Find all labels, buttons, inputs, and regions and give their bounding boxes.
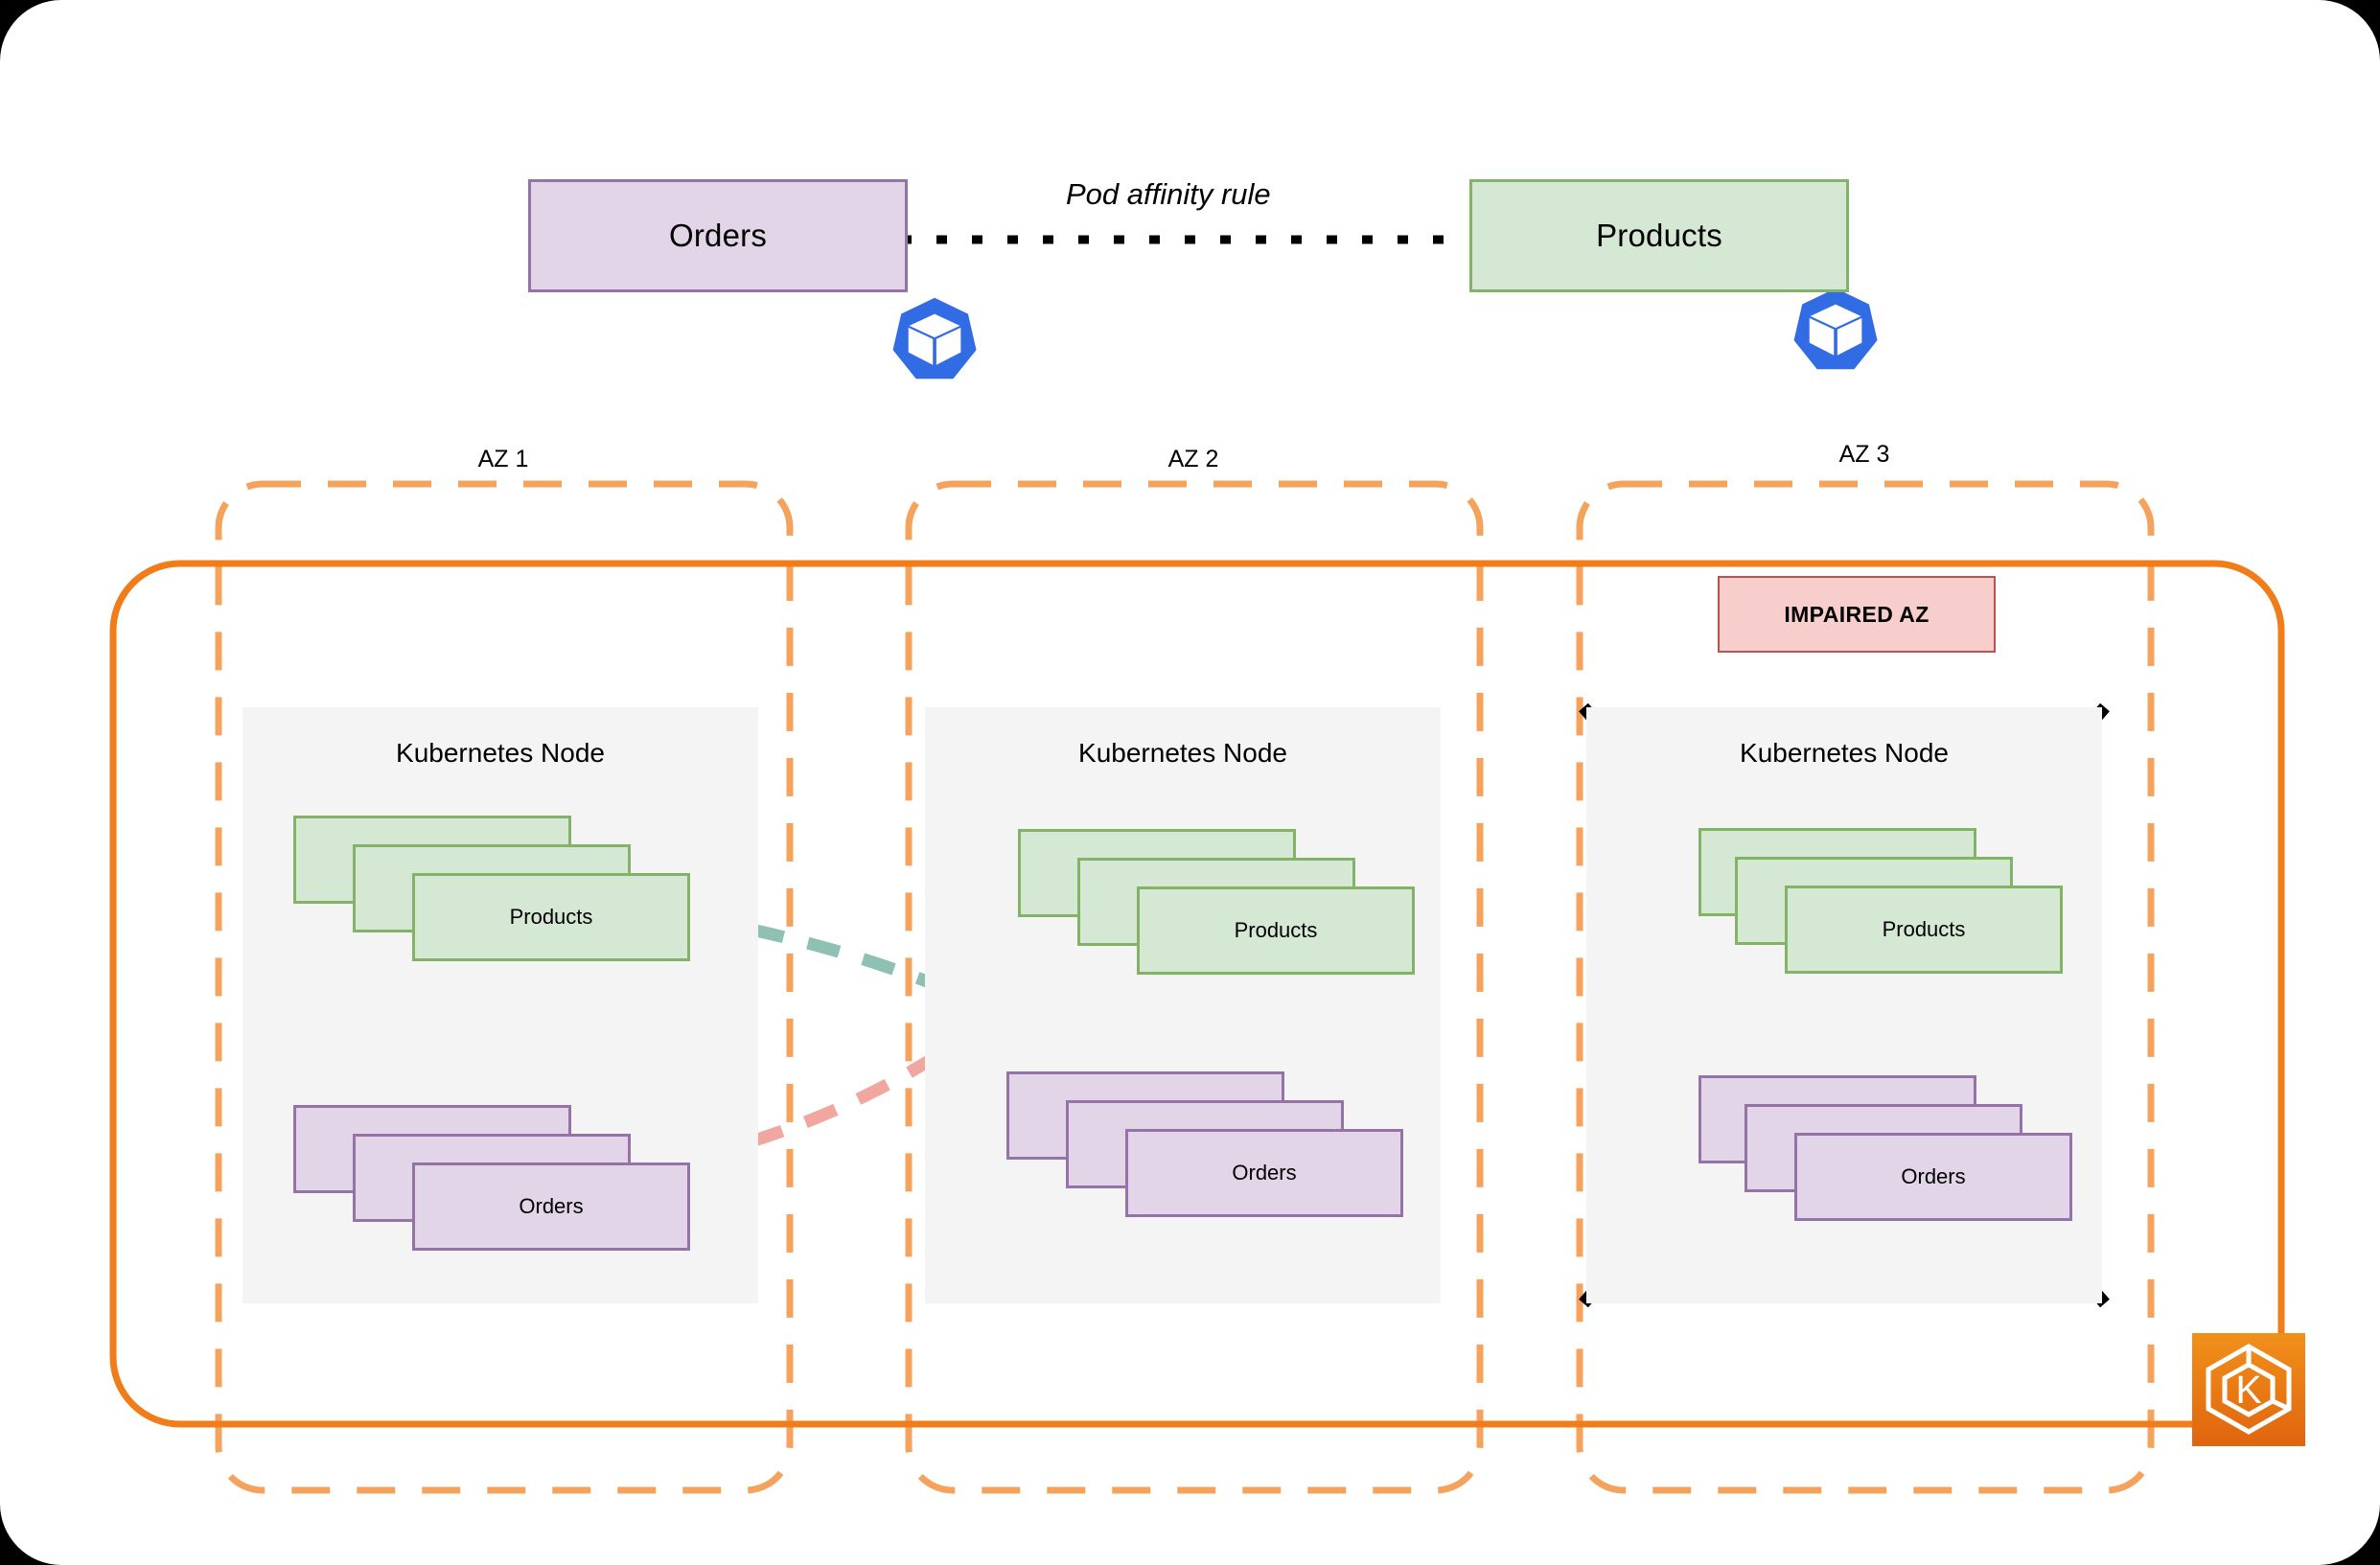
pod-card[interactable]: Products	[1137, 886, 1415, 975]
az1-boundary	[215, 480, 794, 1494]
service-box-orders[interactable]: Orders	[528, 179, 908, 292]
pod-label: Orders	[519, 1194, 584, 1218]
service-label: Products	[1596, 218, 1722, 253]
service-label: Orders	[668, 218, 768, 253]
pod-label: Products	[1234, 918, 1318, 942]
pod-affinity-rule-label: Pod affinity rule	[1066, 177, 1271, 211]
az-label-1: AZ 1	[477, 446, 529, 472]
az-label-2: AZ 2	[1167, 446, 1219, 472]
node-title: Kubernetes Node	[1078, 738, 1287, 768]
pod-label: Products	[509, 905, 593, 929]
kubernetes-icon	[890, 295, 980, 382]
az3-boundary	[1576, 480, 2155, 1494]
pod-card[interactable]: Products	[1785, 886, 2063, 974]
svg-text:K: K	[2235, 1368, 2261, 1412]
pod-card[interactable]: Orders	[1794, 1133, 2072, 1221]
pod-label: Products	[1882, 917, 1966, 941]
az-label-3: AZ 3	[1838, 441, 1890, 468]
pod-card[interactable]: Products	[412, 873, 690, 961]
service-box-products[interactable]: Products	[1469, 179, 1849, 292]
impaired-az-badge: IMPAIRED AZ	[1718, 576, 1996, 653]
cluster-boundary	[109, 560, 2285, 1428]
kubernetes-icon	[1791, 286, 1881, 373]
impaired-az-label: IMPAIRED AZ	[1784, 601, 1929, 627]
aws-eks-icon: K	[2192, 1333, 2305, 1446]
pod-card[interactable]: Orders	[412, 1162, 690, 1251]
pod-card[interactable]: Orders	[1125, 1129, 1403, 1217]
node-title: Kubernetes Node	[1740, 738, 1949, 768]
pod-label: Orders	[1232, 1161, 1297, 1185]
node-title: Kubernetes Node	[396, 738, 605, 768]
pod-label: Orders	[1901, 1164, 1966, 1188]
az2-boundary	[905, 480, 1484, 1494]
